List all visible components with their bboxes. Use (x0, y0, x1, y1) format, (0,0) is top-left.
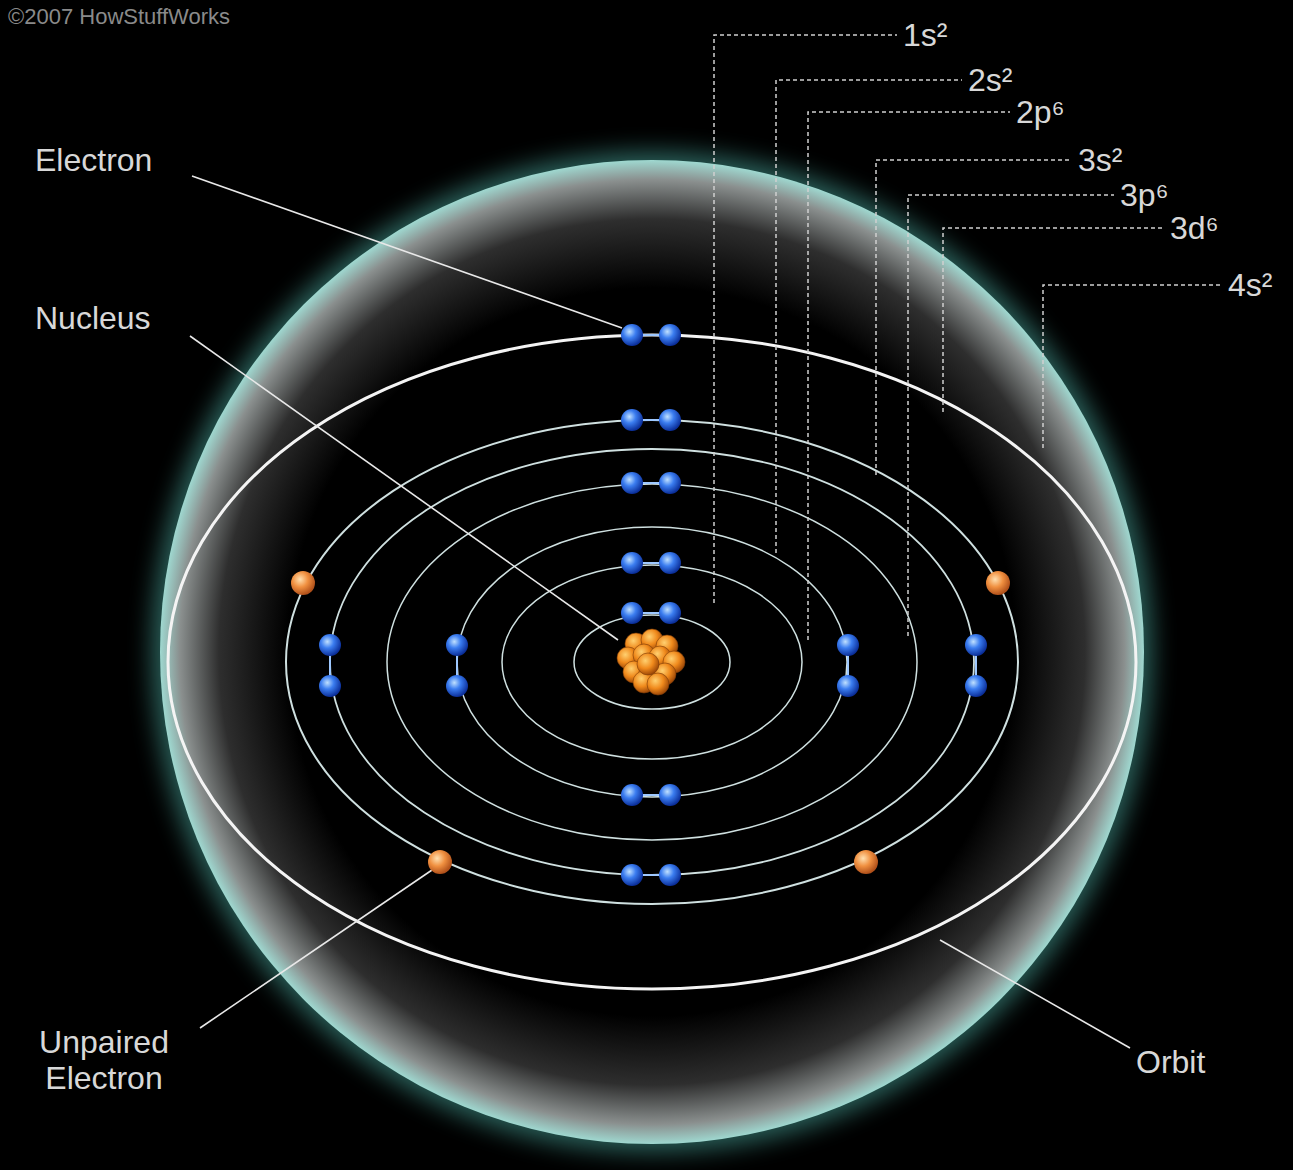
orbit-ring (574, 615, 730, 709)
electron (659, 409, 681, 431)
electron (659, 324, 681, 346)
electrons (291, 324, 1010, 886)
orbital-leader (943, 228, 1164, 412)
electron (659, 864, 681, 886)
part-label: Orbit (1136, 1044, 1205, 1080)
electron (446, 634, 468, 656)
orbit-ring (502, 565, 802, 759)
orbital-label: 1s² (903, 17, 947, 53)
leader-lines (190, 35, 1222, 1048)
orbital-leader (776, 80, 962, 553)
electron (621, 472, 643, 494)
unpaired-electron (986, 571, 1010, 595)
electron (319, 675, 341, 697)
orbit-ring (387, 484, 917, 840)
electron (659, 552, 681, 574)
electron (621, 864, 643, 886)
watermark: ©2007 HowStuffWorks (8, 4, 230, 30)
orbital-leader (808, 112, 1010, 640)
electron (621, 324, 643, 346)
electron (659, 602, 681, 624)
callout-leader (192, 176, 622, 328)
unpaired-electron (428, 850, 452, 874)
unpaired-electron (854, 850, 878, 874)
electron (837, 675, 859, 697)
orbit-ring (330, 449, 974, 875)
orbital-leader (876, 160, 1072, 475)
orbital-label: 3p⁶ (1120, 177, 1169, 213)
electron (621, 602, 643, 624)
electron (837, 634, 859, 656)
electron (621, 784, 643, 806)
electron (446, 675, 468, 697)
electron (621, 552, 643, 574)
orbital-leader (714, 35, 897, 603)
electron (319, 634, 341, 656)
nucleon (647, 673, 669, 695)
callout-leader (190, 336, 618, 640)
part-label: Nucleus (35, 300, 151, 336)
unpaired-electron (291, 571, 315, 595)
nucleon (637, 653, 659, 675)
part-label: Electron (35, 142, 152, 178)
electron-cloud (160, 160, 1144, 1144)
orbital-label: 4s² (1228, 267, 1272, 303)
orbital-label: 3s² (1078, 142, 1122, 178)
orbital-label: 2p⁶ (1016, 94, 1065, 130)
orbital-label: 2s² (968, 62, 1012, 98)
electron (965, 675, 987, 697)
electron (965, 634, 987, 656)
callout-leader (200, 870, 432, 1028)
callout-leader (940, 940, 1130, 1048)
electron (621, 409, 643, 431)
sphere-glow (152, 152, 1152, 1152)
orbital-leader (1043, 285, 1222, 448)
electron (659, 784, 681, 806)
orbital-label: 3d⁶ (1170, 210, 1219, 246)
orbital-leader (908, 195, 1114, 636)
orbit-ring (168, 335, 1136, 989)
electron (659, 472, 681, 494)
orbits (168, 335, 1136, 989)
nucleus (617, 629, 685, 695)
part-label: Unpaired Electron (14, 1024, 194, 1096)
